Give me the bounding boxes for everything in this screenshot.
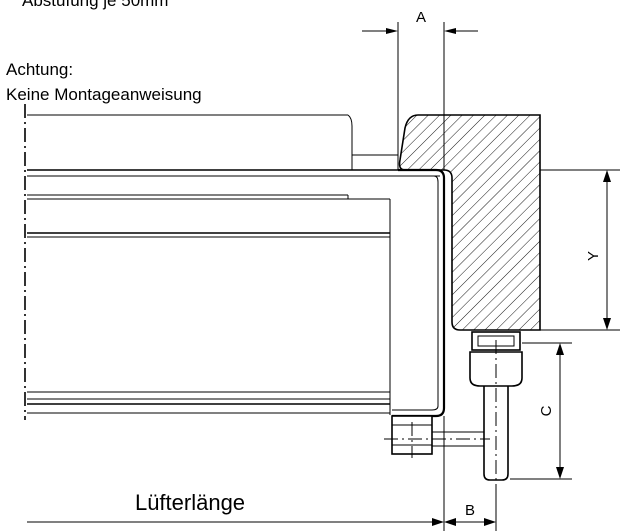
- label-b: B: [465, 502, 475, 519]
- fan-main-body: [27, 199, 391, 415]
- warning-text: Keine Montageanweisung: [6, 85, 202, 104]
- dimension-c: [510, 342, 572, 480]
- label-a: A: [416, 9, 426, 26]
- label-fan-length: Lüfterlänge: [135, 490, 245, 515]
- label-y: Y: [585, 251, 602, 261]
- connector-clip: [384, 415, 490, 458]
- step-note: Abstufung je 50mm: [22, 0, 168, 10]
- warning-title: Achtung:: [6, 60, 73, 79]
- dimension-b: [444, 518, 496, 526]
- screw-assembly: [469, 331, 523, 488]
- wall-section: [398, 114, 541, 331]
- mounting-bracket: [392, 168, 446, 418]
- dimension-a: [362, 22, 478, 170]
- label-c: C: [538, 405, 555, 416]
- dimension-y: [603, 170, 611, 330]
- dimension-fan-length: [27, 518, 444, 526]
- fan-top-frame: [27, 114, 440, 200]
